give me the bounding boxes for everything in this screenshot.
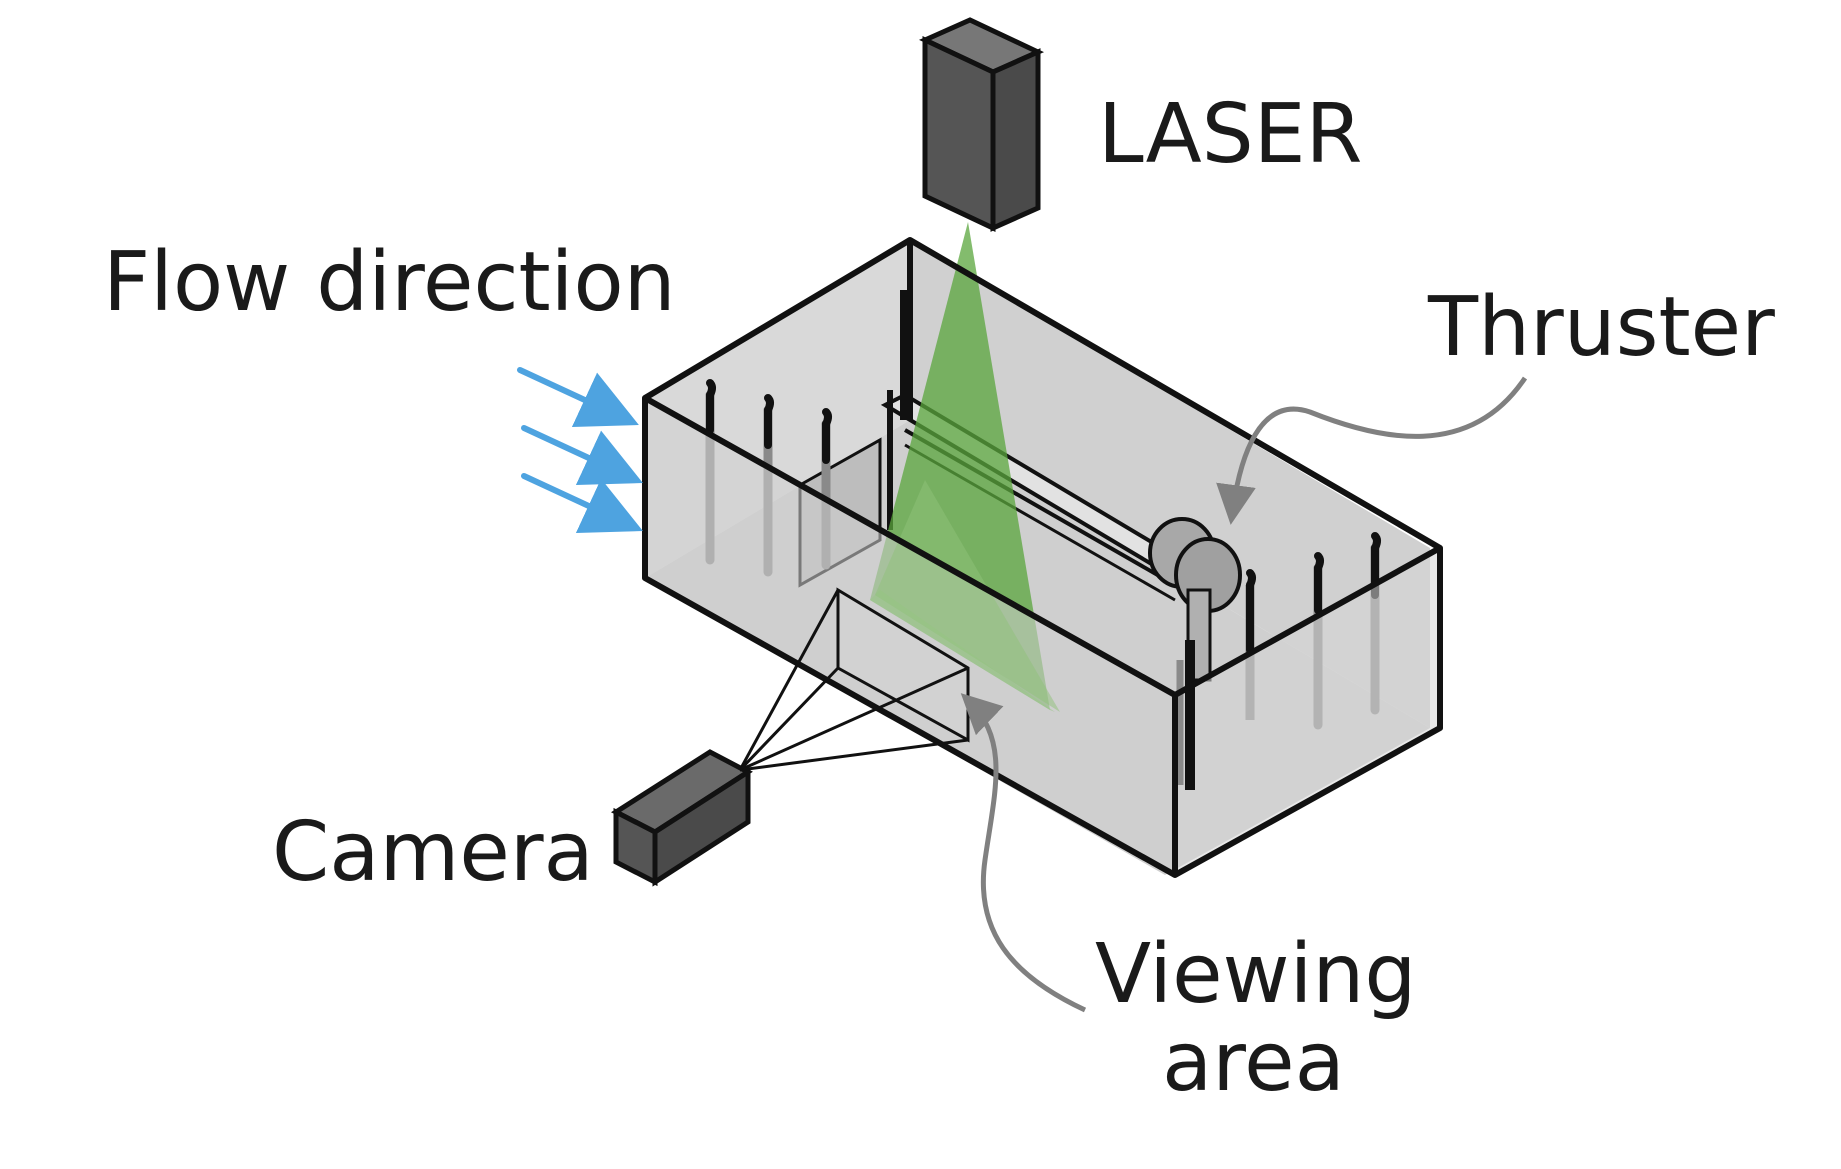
- thruster-label: Thruster: [1427, 280, 1775, 375]
- tank-front-right-face: [1175, 548, 1440, 875]
- viewing-area-label-line2: area: [1162, 1015, 1345, 1110]
- laser-sheet-front: [875, 480, 1060, 712]
- posts-left-hooks: [706, 379, 832, 464]
- viewing-area-label-line1: Viewing: [1095, 927, 1416, 1022]
- posts-right-hooks: [1246, 532, 1381, 654]
- flow-arrow-3: [521, 473, 643, 534]
- water-tank: [642, 222, 1443, 878]
- viewing-area-leader-line: [960, 693, 1087, 1013]
- laser-side-face: [990, 48, 1041, 232]
- camera-side-face: [652, 767, 751, 887]
- thruster-leader-line: [1216, 376, 1528, 525]
- laser-front-face: [922, 36, 996, 232]
- camera-label: Camera: [272, 805, 594, 900]
- flow-arrows: [517, 367, 643, 534]
- tank-outline: [642, 237, 1443, 878]
- tank-right-back-wall: [910, 240, 1430, 728]
- laser-label: LASER: [1098, 87, 1363, 182]
- flow-direction-label: Flow direction: [103, 235, 676, 330]
- flow-arrow-2: [521, 425, 643, 486]
- laser-device: [918, 17, 1045, 232]
- camera: [610, 749, 753, 887]
- viewing-frustum: [738, 587, 970, 772]
- flow-arrow-1: [517, 367, 639, 428]
